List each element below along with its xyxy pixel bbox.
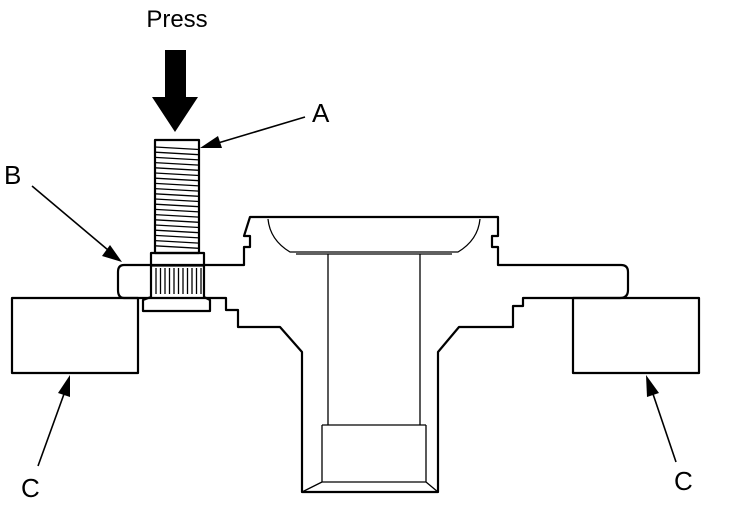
label-c-left: C [21,473,40,503]
arrow-c-left [37,375,70,467]
left-support-block [10,296,140,375]
arrow-b [31,185,122,262]
wheel-stud [141,138,212,313]
arrow-c-right [646,375,677,463]
press-arrow [152,50,198,132]
hub-bore [301,254,439,493]
right-support-block [571,296,701,375]
label-b: B [4,160,21,190]
wheel-hub [116,215,630,494]
label-a: A [312,98,330,128]
arrow-a [200,116,306,148]
press-label: Press [146,6,207,33]
label-c-right: C [674,466,693,496]
hub-inner-bowl [267,218,481,253]
